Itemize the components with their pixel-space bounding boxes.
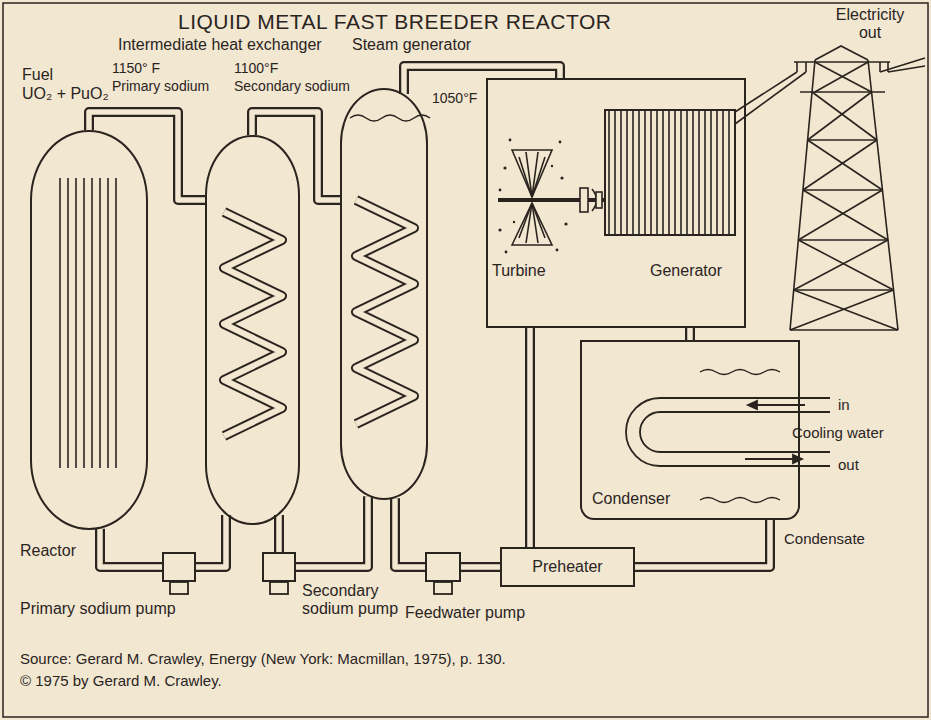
turbine-symbol — [498, 139, 605, 254]
exhaust-pipe — [690, 328, 691, 340]
fuel-label: UO₂ + PuO₂ — [22, 85, 109, 103]
steam-pipe — [530, 328, 531, 547]
pump-symbol: Secondary sodium pump — [262, 552, 296, 582]
fuel-rods — [60, 178, 116, 468]
node-label: Intermediate heat exchanger — [118, 36, 322, 54]
diagram-title: LIQUID METAL FAST BREEDER REACTOR — [178, 10, 611, 34]
flow-label: out — [838, 456, 859, 473]
primary-sodium-pipe — [196, 515, 226, 567]
primary-sodium-pipe — [100, 529, 162, 567]
source-caption: Source: Gerard M. Crawley, Energy (New Y… — [20, 650, 506, 667]
secondary-sodium-pipe — [279, 515, 280, 552]
turbine-generator-housing: Turbine Generator — [486, 78, 746, 328]
fuel-label: Fuel — [22, 66, 53, 84]
node-label: Reactor — [20, 542, 76, 560]
flow-label: in — [838, 396, 850, 413]
secondary-sodium-pipe — [252, 112, 340, 200]
heat-exchanger-coil — [224, 212, 282, 436]
secondary-sodium-pipe — [296, 496, 368, 567]
copyright-note: © 1975 by Gerard M. Crawley. — [20, 672, 222, 689]
coolant-label: Secondary sodium — [234, 78, 350, 94]
power-label: Electricity out — [825, 6, 915, 43]
temperature-label: 1150° F — [112, 60, 160, 76]
node-label: Steam generator — [352, 36, 471, 54]
node-label: Secondary sodium pump — [302, 582, 402, 619]
coolant-label: Primary sodium — [112, 78, 209, 94]
condensate-pipe — [635, 520, 770, 567]
transmission-tower — [735, 46, 925, 330]
steam-generator-vessel: Steam generator — [340, 88, 428, 500]
pump-symbol: Feedwater pump — [425, 552, 461, 582]
preheater-box: Preheater — [500, 547, 635, 587]
feedwater-pipe — [461, 567, 500, 568]
node-label: Generator — [650, 262, 722, 280]
condenser-water — [700, 370, 780, 503]
steam-generator-coil — [356, 200, 414, 424]
steam-pipe — [404, 66, 560, 94]
condenser-tank: Condenser — [580, 340, 800, 520]
feedwater-pipe — [395, 498, 425, 567]
flow-label: Cooling water — [792, 424, 884, 441]
node-label: Turbine — [492, 262, 546, 280]
water-level — [350, 115, 430, 121]
heat-exchanger-vessel: Intermediate heat exchanger — [205, 135, 300, 525]
pump-symbol: Primary sodium pump — [162, 552, 196, 582]
temperature-label: 1050°F — [432, 90, 477, 106]
flow-label: Condensate — [784, 530, 865, 547]
node-label: Preheater — [532, 558, 602, 576]
node-label: Condenser — [592, 490, 670, 508]
node-label: Primary sodium pump — [20, 600, 176, 618]
reactor-vessel: Reactor — [30, 130, 148, 530]
node-label: Feedwater pump — [405, 604, 525, 622]
temperature-label: 1100°F — [234, 60, 278, 76]
generator-windings — [605, 110, 735, 235]
frame — [3, 3, 928, 717]
